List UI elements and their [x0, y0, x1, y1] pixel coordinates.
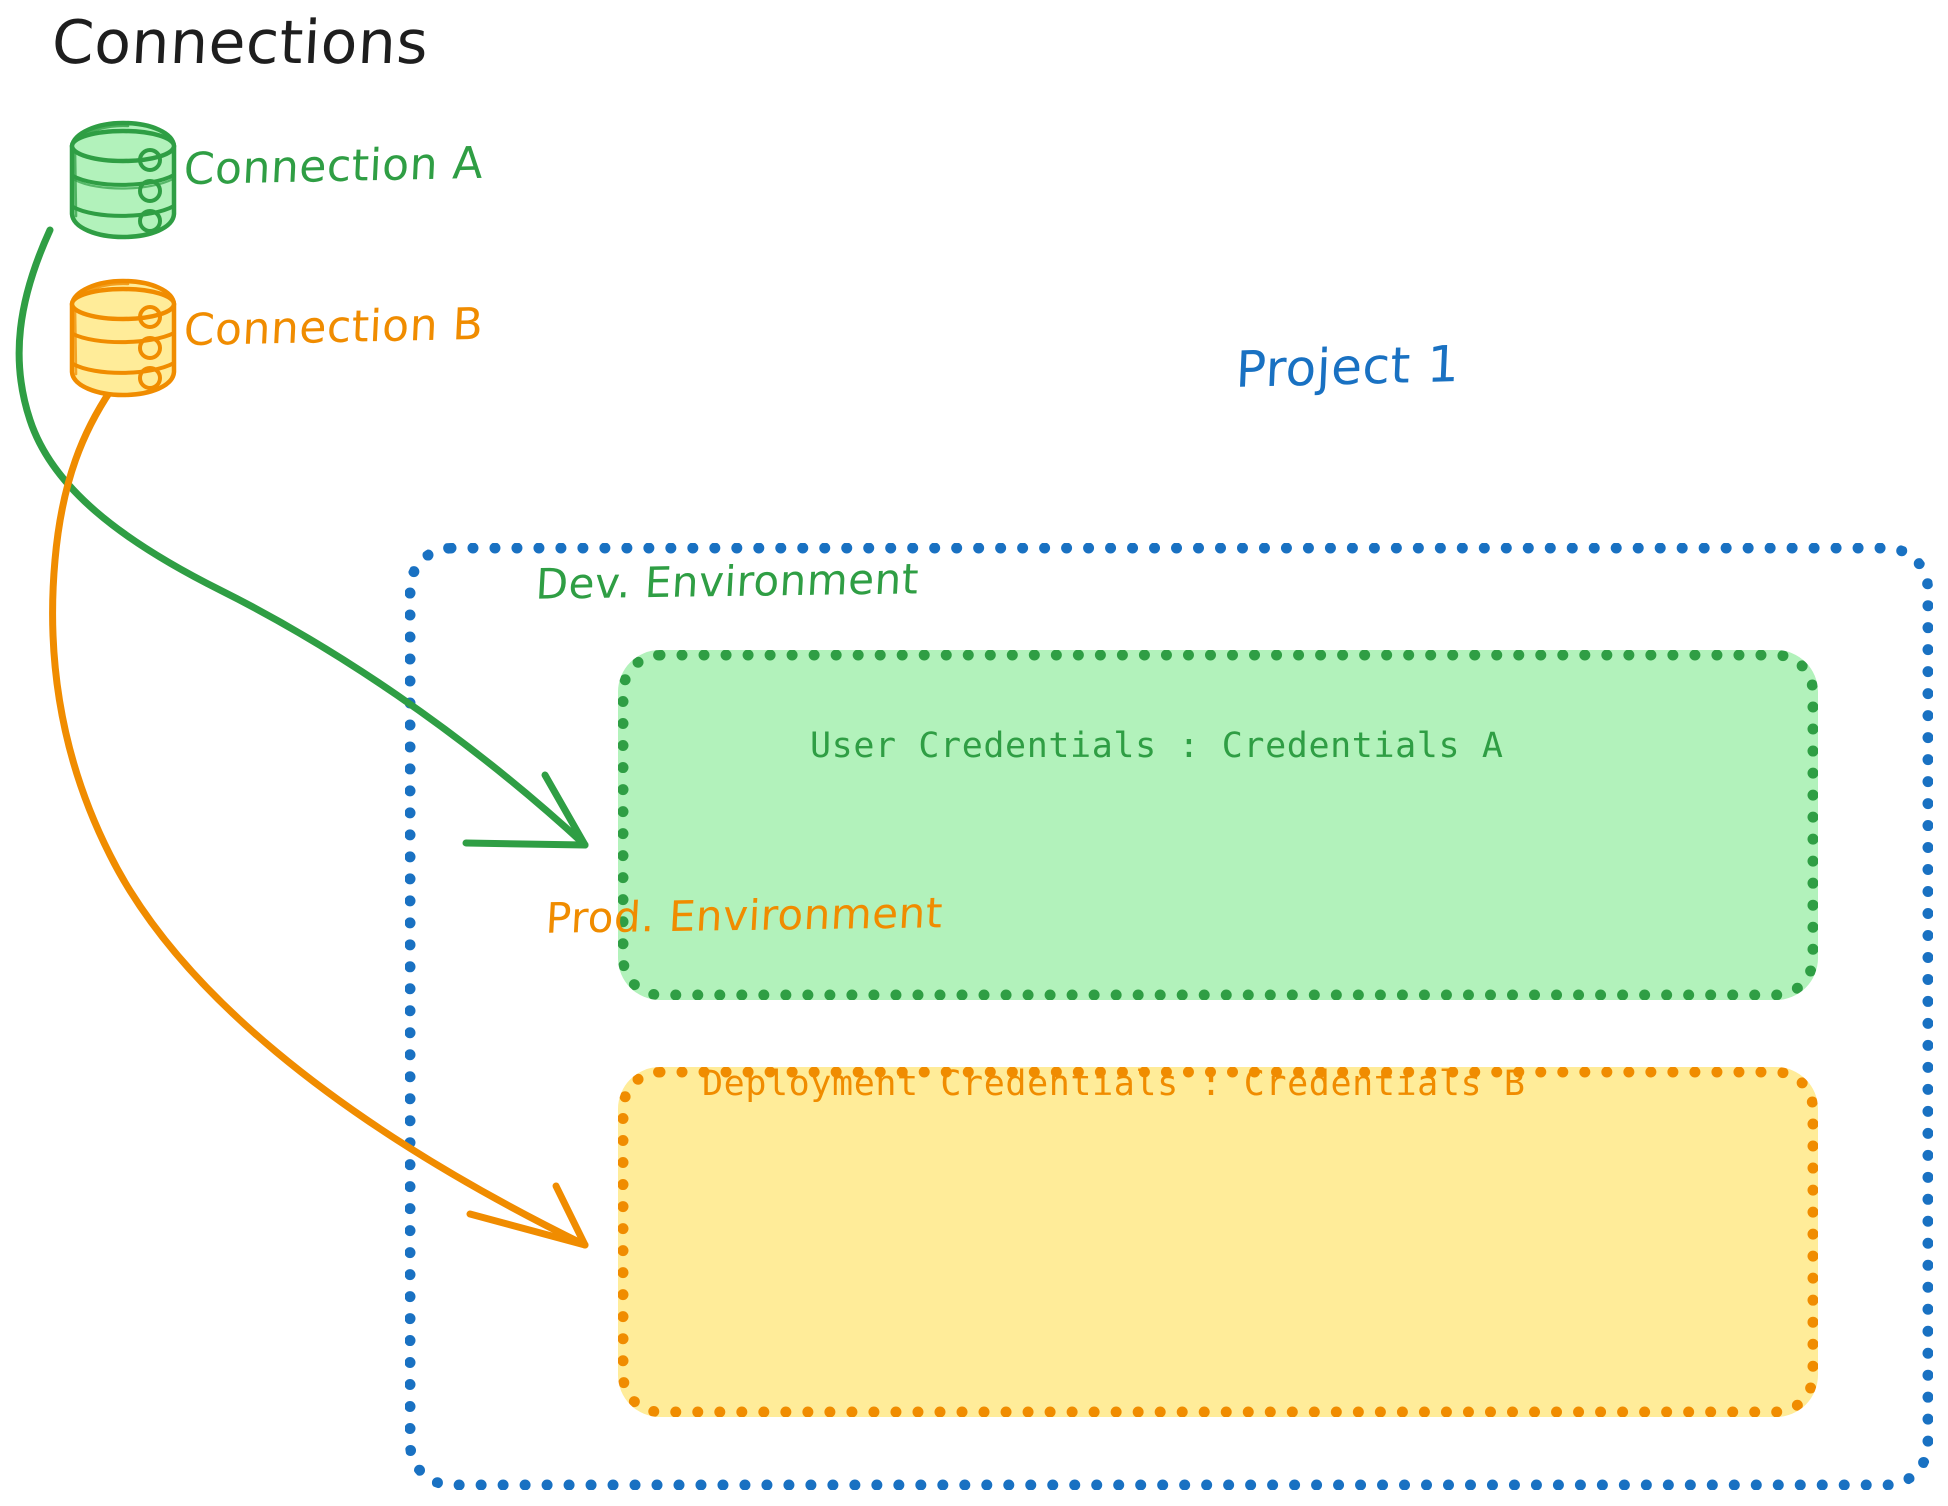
connection-b-label: Connection B	[182, 298, 485, 357]
prod-environment-credentials: Deployment Credentials : Credentials B	[702, 1064, 1526, 1104]
dev-environment-title: Dev. Environment	[534, 554, 921, 609]
dev-environment-box[interactable]	[618, 650, 1818, 1000]
connection-a-label: Connection A	[182, 137, 485, 196]
dev-environment-credentials: User Credentials : Credentials A	[810, 726, 1504, 766]
prod-environment-title: Prod. Environment	[544, 888, 945, 943]
database-icon[interactable]	[69, 278, 177, 398]
project-title: Project 1	[1234, 335, 1461, 399]
database-icon[interactable]	[69, 120, 177, 240]
page-title: Connections	[50, 8, 431, 78]
prod-environment-box[interactable]	[618, 1067, 1818, 1417]
